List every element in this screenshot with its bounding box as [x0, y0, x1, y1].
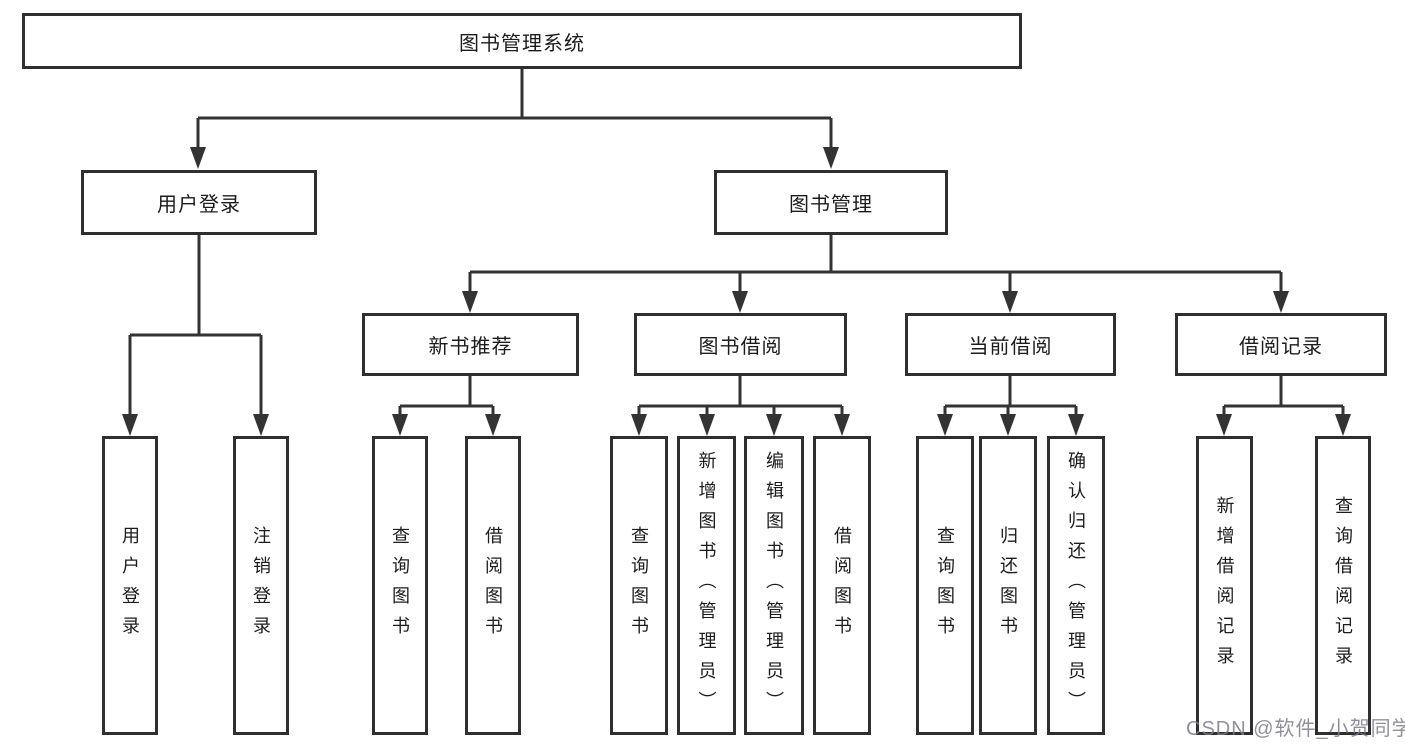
- node-book-borrowing: 图书借阅: [634, 313, 847, 376]
- leaf-current-query-books-label: 查询图书: [935, 525, 955, 646]
- leaf-logout: 注销登录: [233, 436, 289, 735]
- leaf-borrowing-borrow-books: 借阅图书: [813, 436, 871, 735]
- leaf-logout-label: 注销登录: [251, 525, 271, 646]
- leaf-current-confirm-return: 确认归还（管理员）: [1047, 436, 1105, 735]
- node-library-system: 图书管理系统: [22, 13, 1022, 69]
- node-new-book-recommend-label: 新书推荐: [428, 336, 513, 358]
- leaf-borrowing-add-books-label: 新增图书（管理员）: [696, 450, 717, 721]
- leaf-recommend-borrow-books: 借阅图书: [465, 436, 521, 735]
- leaf-recommend-query-books: 查询图书: [372, 436, 428, 735]
- leaf-borrowing-edit-books-label: 编辑图书（管理员）: [764, 450, 784, 721]
- node-borrowing-records: 借阅记录: [1175, 313, 1387, 376]
- node-borrowing-records-label: 借阅记录: [1239, 336, 1323, 358]
- leaf-records-add-record-label: 新增借阅记录: [1214, 495, 1235, 676]
- leaf-borrowing-edit-books: 编辑图书（管理员）: [744, 436, 804, 735]
- node-current-borrowing: 当前借阅: [905, 313, 1116, 376]
- node-new-book-recommend: 新书推荐: [362, 313, 579, 376]
- node-library-system-label: 图书管理系统: [459, 32, 585, 55]
- leaf-current-confirm-return-label: 确认归还（管理员）: [1066, 450, 1086, 721]
- csdn-watermark: CSDN @软件_小贺同学: [1186, 718, 1405, 740]
- leaf-user-login: 用户登录: [102, 436, 158, 735]
- leaf-recommend-borrow-books-label: 借阅图书: [483, 525, 503, 646]
- leaf-records-query-record: 查询借阅记录: [1315, 436, 1371, 735]
- node-book-borrowing-label: 图书借阅: [698, 336, 783, 358]
- node-user-login-label: 用户登录: [157, 194, 241, 216]
- leaf-records-query-record-label: 查询借阅记录: [1333, 495, 1353, 676]
- leaf-current-return-books: 归还图书: [979, 436, 1037, 735]
- leaf-recommend-query-books-label: 查询图书: [390, 525, 410, 646]
- node-user-login: 用户登录: [81, 170, 317, 235]
- leaf-borrowing-query-books-label: 查询图书: [629, 525, 649, 646]
- leaf-current-query-books: 查询图书: [916, 436, 974, 735]
- leaf-borrowing-add-books: 新增图书（管理员）: [677, 436, 736, 735]
- node-book-management-label: 图书管理: [789, 194, 873, 216]
- leaf-current-return-books-label: 归还图书: [998, 525, 1018, 646]
- node-book-management: 图书管理: [714, 170, 948, 235]
- leaf-borrowing-borrow-books-label: 借阅图书: [832, 525, 852, 646]
- leaf-user-login-label: 用户登录: [120, 525, 140, 646]
- node-current-borrowing-label: 当前借阅: [968, 336, 1053, 358]
- leaf-borrowing-query-books: 查询图书: [610, 436, 668, 735]
- leaf-records-add-record: 新增借阅记录: [1196, 436, 1253, 735]
